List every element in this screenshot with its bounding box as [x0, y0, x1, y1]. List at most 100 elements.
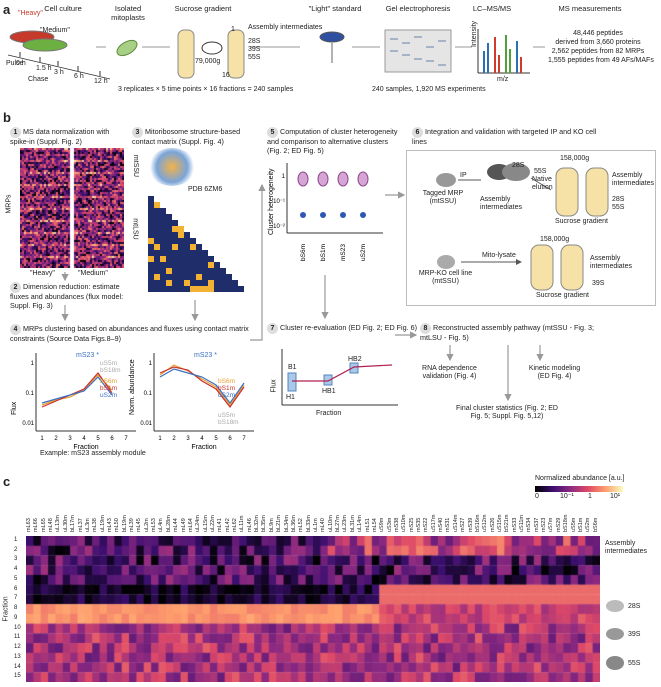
mitoplast-icon: [116, 39, 138, 57]
protein-label: uS15m: [496, 514, 503, 532]
plot-title: mS23 *: [194, 352, 217, 359]
contact-cell: [178, 226, 184, 232]
contact-cell: [202, 268, 208, 274]
abundance-heatmap: [26, 536, 600, 682]
contact-cell: [184, 250, 190, 256]
contact-cell: [196, 262, 202, 268]
protein-label: mS22: [423, 517, 430, 532]
contact-cell: [160, 244, 166, 250]
protein-label: uL30m: [62, 515, 69, 532]
time-0: 0 h: [16, 60, 26, 67]
contact-cell: [148, 232, 154, 238]
protein-label: bL34m: [283, 515, 290, 532]
fraction-ylabel: Fraction: [2, 596, 10, 622]
protein-label: mL46: [246, 518, 253, 532]
ytick: 0.01: [140, 421, 152, 427]
xtick: 6: [110, 436, 114, 442]
row-label: 2: [14, 546, 18, 553]
het-xlabel: mS23: [340, 244, 347, 261]
isolated-header: Isolated mitoplasts: [111, 4, 145, 22]
right-label-55s: 55S: [628, 660, 641, 667]
contact-cell: [148, 226, 154, 232]
protein-label: mL43: [106, 518, 113, 532]
contact-cell: [214, 286, 220, 292]
het-tick: 10⁻²: [273, 224, 285, 230]
example-label: Example: mS23 assembly module: [40, 450, 146, 457]
series-line: [159, 366, 245, 409]
xtick: 5: [96, 436, 100, 442]
protein-label: mS33: [511, 517, 518, 532]
protein-label: uS9m: [379, 517, 386, 532]
contact-cell: [154, 274, 160, 280]
contact-cell: [154, 262, 160, 268]
contact-cell: [148, 220, 154, 226]
contact-cell: [172, 220, 178, 226]
contact-cell: [190, 238, 196, 244]
protein-label: mS27: [460, 517, 467, 532]
39s-icon: [606, 628, 624, 640]
contact-cell: [160, 232, 166, 238]
contact-cell: [184, 286, 190, 292]
gray-series-label: bS18m: [100, 367, 121, 374]
contact-cell: [208, 274, 214, 280]
panel-a-graphics: [7, 29, 545, 80]
contact-cell: [184, 238, 190, 244]
step-5: 5 Computation of cluster heterogeneity a…: [267, 127, 402, 155]
fractionated-tube-icon: [227, 29, 245, 79]
step-4-number: 4: [10, 324, 21, 335]
contact-cell: [166, 268, 172, 274]
row-label: 6: [14, 585, 18, 592]
contact-cell: [166, 250, 172, 256]
protein-label: bS18m: [563, 514, 570, 532]
plot-xlabel: Fraction: [191, 444, 216, 451]
step-8-number: 8: [420, 323, 431, 334]
ko-cell-label: MRP-KO cell line (mtSSU): [418, 270, 473, 285]
contact-cell: [220, 268, 226, 274]
protein-label: uS10m: [401, 514, 408, 532]
contact-cell: [148, 244, 154, 250]
contact-cell: [214, 280, 220, 286]
contact-cell: [202, 274, 208, 280]
right-label-assembly: Assembly intermediates: [605, 540, 648, 555]
row-label: 9: [14, 614, 18, 621]
contact-cell: [220, 274, 226, 280]
legend-tick-2: 1: [588, 493, 592, 500]
light-dish-icon: [319, 31, 345, 43]
cluster-hb1: HB1: [322, 388, 336, 395]
row-label: 10: [14, 624, 21, 631]
step-4-text: MRPs clustering based on abundances and …: [10, 324, 249, 343]
step-8-text: Reconstructed assembly pathway (mtSSU - …: [420, 323, 594, 342]
protein-label: bL9m: [268, 518, 275, 532]
contact-cell: [190, 274, 196, 280]
protein-label: bL17m: [70, 515, 77, 532]
cluster-point: [320, 212, 326, 218]
lcms-header: LC–MS/MS: [472, 4, 512, 13]
ko-tube-label-1: 39S: [592, 280, 605, 287]
tube-label-0: Assembly intermediates: [248, 24, 323, 31]
outcome-final: Final cluster statistics (Fig. 2; ED Fig…: [456, 405, 558, 420]
step-7-number: 7: [267, 323, 278, 334]
xtick: 2: [54, 436, 58, 442]
medium-label: "Medium": [40, 27, 70, 34]
protein-label: uL11m: [239, 515, 246, 532]
step-7-text: Cluster re-evaluation (ED Fig. 2; ED Fig…: [280, 323, 418, 332]
contact-cell: [154, 286, 160, 292]
contact-cell: [178, 244, 184, 250]
xtick: 2: [172, 436, 176, 442]
xtick: 1: [40, 436, 44, 442]
ip-tube-label-0: Assembly intermediates: [612, 172, 655, 187]
step-3-text: Mitoribosome structure-based contact mat…: [132, 127, 241, 146]
het-xlabel: uS2m: [360, 244, 367, 261]
contact-cell: [148, 202, 154, 208]
contact-cell: [148, 214, 154, 220]
contact-cell: [190, 286, 196, 292]
protein-label: mS29: [555, 517, 562, 532]
contact-cell: [166, 220, 172, 226]
protein-label: uL24m: [195, 515, 202, 532]
contact-cell: [214, 268, 220, 274]
contact-cell: [178, 250, 184, 256]
55s-icon: [606, 656, 624, 670]
contact-cell: [160, 268, 166, 274]
row-label: 1: [14, 537, 18, 543]
